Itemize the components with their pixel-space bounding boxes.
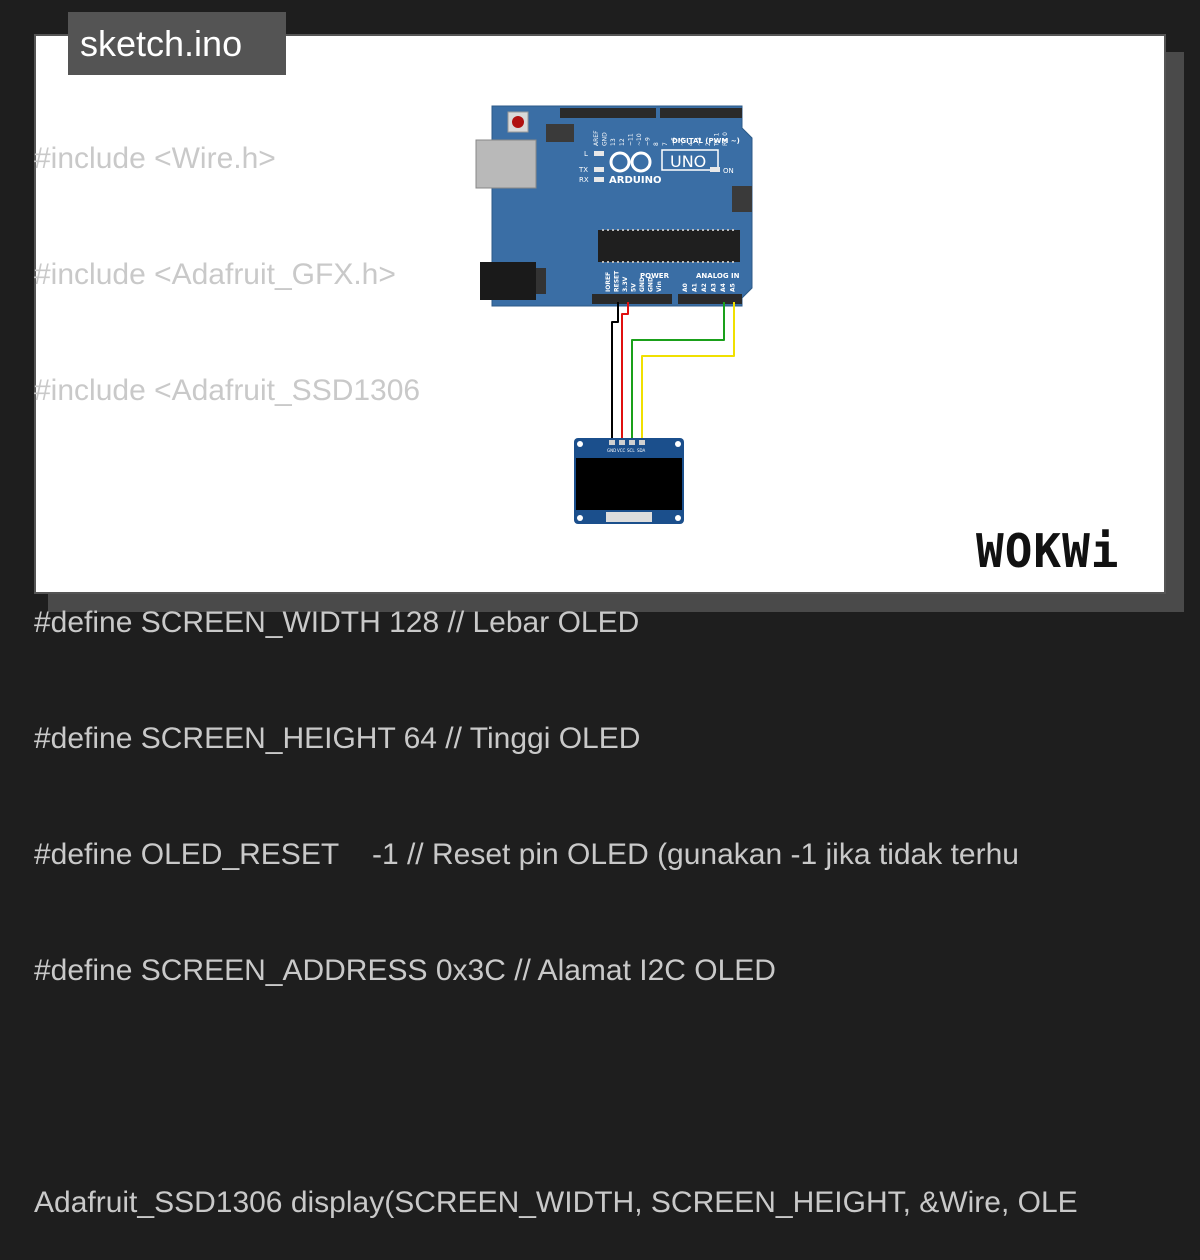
top-pin-label-2: 13 (610, 138, 617, 146)
wire-vcc[interactable] (621, 302, 629, 442)
usb-port (475, 139, 537, 189)
analog-pin-label-2: A2 (701, 283, 708, 292)
file-tab[interactable]: sketch.ino (68, 12, 286, 75)
code-line: #define SCREEN_HEIGHT 64 // Tinggi OLED (34, 722, 641, 755)
analog-pin-label-5: A5 (730, 283, 737, 292)
power-pin-label-2: 3.3V (622, 276, 629, 292)
digital-label: DIGITAL (PWM ~) (672, 137, 740, 145)
power-header (592, 294, 672, 304)
code-line (34, 1064, 1078, 1112)
oled-ribbon (606, 512, 652, 522)
board-model: UNO (670, 152, 706, 171)
top-pin-label-9: ~6 (670, 137, 677, 146)
top-pin-label-3: 12 (619, 138, 626, 146)
led-tx (594, 167, 604, 172)
top-pin-label-12: ~3 (696, 137, 703, 146)
oled-screen (576, 458, 682, 510)
power-pin-label-6: Vin (656, 281, 663, 292)
wire-scl[interactable] (631, 302, 725, 442)
led-l (594, 151, 604, 156)
top-header-left (560, 108, 656, 118)
power-jack (480, 262, 536, 300)
oled-pin-label-3: SDA (637, 448, 646, 453)
led-on-label: ON (723, 167, 734, 175)
reset-button-cap (512, 116, 524, 128)
wire-gnd[interactable] (611, 302, 619, 442)
top-pin-label-1: GND (602, 132, 609, 146)
led-on (710, 167, 720, 172)
led-rx-label: RX (579, 176, 589, 184)
wires (611, 302, 735, 442)
power-pin-label-3: 5V (631, 283, 638, 292)
top-pin-label-7: 8 (653, 142, 660, 146)
power-pin-label-0: IOREF (605, 272, 612, 292)
oled-pin-label-1: VCC (617, 448, 626, 453)
oled-pin-label-0: GND (607, 448, 616, 453)
icsp-header (546, 124, 752, 212)
code-line: Adafruit_SSD1306 display(SCREEN_WIDTH, S… (34, 1186, 1078, 1219)
analog-pin-label-1: A1 (692, 283, 699, 292)
led-l-label: L (584, 150, 588, 158)
arduino-logo-icon (609, 151, 652, 173)
wokwi-logo: WOKWi (976, 524, 1120, 578)
code-line: #include <Wire.h> (34, 142, 276, 175)
analog-header (678, 294, 742, 304)
top-pin-label-6: ~9 (645, 137, 652, 146)
top-pin-label-8: 7 (662, 142, 669, 146)
power-pin-label-4: GND (639, 277, 646, 292)
wire-sda[interactable] (641, 302, 735, 442)
power-pin-label-5: GND (648, 277, 655, 292)
led-rx (594, 177, 604, 182)
power-label: POWER (640, 272, 670, 280)
analog-label: ANALOG IN (696, 272, 740, 280)
board-brand: ARDUINO (609, 175, 661, 186)
top-pin-label-15: RX 0 (722, 132, 729, 146)
code-line: #define OLED_RESET -1 // Reset pin OLED … (34, 838, 1019, 871)
power-pin-label-1: RESET (614, 270, 621, 292)
oled-pin-label-2: SCL (627, 448, 635, 453)
code-line: #include <Adafruit_GFX.h> (34, 258, 396, 291)
atmega-chip (598, 230, 740, 262)
top-pin-label-10: ~5 (679, 137, 686, 146)
top-pin-label-4: ~11 (627, 133, 634, 146)
top-pin-label-11: 4 (688, 142, 695, 146)
code-line: #define SCREEN_ADDRESS 0x3C // Alamat I2… (34, 954, 776, 987)
top-pin-label-14: TX 1 (713, 132, 720, 147)
top-header-right (660, 108, 742, 118)
top-pin-label-13: 2 (705, 142, 712, 146)
top-pin-label-5: ~10 (636, 133, 643, 146)
analog-pin-label-3: A3 (711, 283, 718, 292)
analog-pin-label-0: A0 (682, 283, 689, 292)
led-tx-label: TX (578, 166, 588, 174)
analog-pin-label-4: A4 (720, 283, 727, 292)
top-pin-label-0: AREF (593, 130, 600, 146)
code-line: #include <Adafruit_SSD1306 (34, 374, 421, 407)
